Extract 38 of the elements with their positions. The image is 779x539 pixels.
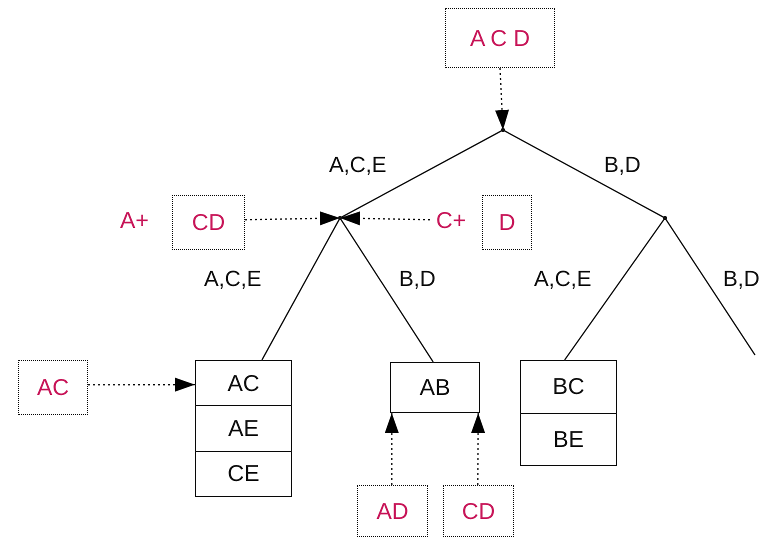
node-label: AB	[418, 373, 452, 402]
node-label: D	[498, 208, 516, 237]
branch-line	[564, 218, 666, 360]
stacked-box	[195, 360, 292, 497]
table-cell-text: AC	[226, 368, 260, 398]
table-cell-text: BC	[552, 372, 586, 402]
branch-line	[339, 218, 434, 362]
node-label: AC	[36, 373, 70, 402]
dotted-box	[482, 195, 532, 250]
node-caption: C+	[436, 207, 466, 234]
dotted-box	[18, 360, 88, 415]
node-caption: A+	[120, 207, 149, 234]
dotted-box	[443, 485, 514, 537]
stacked-box	[520, 360, 617, 466]
branch-line	[261, 218, 341, 360]
branch-line	[340, 129, 504, 219]
branch-line	[502, 129, 666, 219]
table-cell: CE	[196, 450, 291, 496]
arrow	[471, 413, 486, 485]
dotted-box	[172, 195, 245, 250]
table-cell: BE	[521, 412, 616, 465]
branch-line	[664, 218, 756, 356]
arrow	[88, 378, 195, 392]
branch-point	[501, 128, 505, 132]
branch-point	[338, 216, 342, 220]
node-label: CD	[460, 496, 496, 526]
process-box	[390, 362, 480, 413]
branch-point	[663, 216, 667, 220]
dotted-box	[357, 485, 428, 537]
node-label: CD	[190, 208, 226, 237]
arrow	[495, 68, 510, 130]
arrow	[340, 211, 430, 226]
arrow	[244, 211, 340, 226]
dotted-box	[445, 8, 555, 68]
table-cell: AE	[196, 405, 291, 451]
arrow	[384, 413, 399, 485]
node-label: A C D	[468, 24, 532, 52]
node-label: AD	[376, 496, 410, 526]
